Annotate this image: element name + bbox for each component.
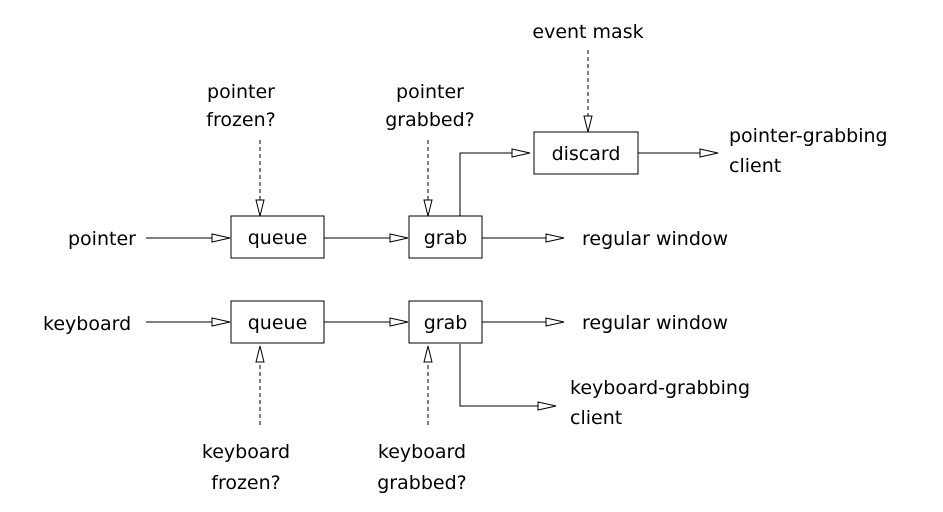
discard-box-frame — [533, 131, 639, 175]
pointer-grabbing-client-label-line2: client — [729, 155, 781, 177]
keyboard-grabbing-client-label-line2: client — [570, 407, 622, 429]
keyboard-grab-box: grab — [408, 300, 483, 344]
keyboard-grabbed-label: keyboard grabbed? — [377, 441, 466, 494]
keyboard-grabbed-arrowhead — [423, 345, 433, 363]
pointer-frozen-label-line1: pointer — [207, 81, 275, 103]
keyboard-grab-to-client-line — [459, 344, 544, 407]
keyboard-frozen-label-line2: frozen? — [211, 472, 281, 494]
pointer-frozen-arrowhead — [255, 199, 265, 217]
pointer-queue-box-frame — [230, 215, 325, 259]
keyboard-regular-window-label: regular window — [582, 312, 728, 334]
pointer-grabbed-label-line1: pointer — [396, 81, 464, 103]
pointer-grab-box-label: grab — [424, 227, 468, 249]
pointer-queue-box: queue — [230, 215, 325, 259]
keyboard-queue-box-frame — [230, 300, 325, 344]
keyboard-queue-to-grab-arrowhead — [389, 317, 409, 327]
event-mask-arrowhead — [583, 115, 593, 133]
discard-to-client-arrowhead — [699, 148, 719, 158]
keyboard-input-label: keyboard — [43, 313, 131, 335]
keyboard-frozen-arrowhead — [255, 345, 265, 363]
pointer-frozen-label: pointer frozen? — [206, 81, 276, 131]
pointer-grabbed-arrowhead — [423, 199, 433, 217]
pointer-grab-box-frame — [408, 215, 483, 259]
pointer-queue-box-label: queue — [248, 227, 308, 249]
keyboard-frozen-label: keyboard frozen? — [202, 441, 290, 494]
keyboard-queue-box: queue — [230, 300, 325, 344]
keyboard-grabbing-client-label: keyboard-grabbing client — [570, 377, 750, 429]
pointer-grab-to-window-arrowhead — [545, 233, 565, 243]
pointer-grab-box: grab — [408, 215, 483, 259]
keyboard-grabbed-label-line1: keyboard — [378, 441, 466, 463]
keyboard-queue-box-label: queue — [248, 312, 308, 334]
pointer-to-queue-arrowhead — [211, 233, 231, 243]
keyboard-grabbed-label-line2: grabbed? — [377, 472, 466, 494]
keyboard-grab-box-frame — [408, 300, 483, 344]
pointer-grabbing-client-label: pointer-grabbing client — [729, 125, 888, 177]
pointer-grabbed-label-line2: grabbed? — [385, 109, 474, 131]
pointer-regular-window-label: regular window — [582, 228, 728, 250]
keyboard-grab-box-label: grab — [424, 312, 468, 334]
keyboard-grab-to-client-arrowhead — [537, 401, 557, 411]
event-mask-label: event mask — [532, 21, 643, 43]
pointer-grabbing-client-label-line1: pointer-grabbing — [729, 125, 888, 147]
pointer-input-label: pointer — [68, 228, 136, 250]
keyboard-grab-to-window-arrowhead — [545, 317, 565, 327]
discard-box-label: discard — [552, 143, 621, 165]
keyboard-grabbing-client-label-line1: keyboard-grabbing — [570, 377, 750, 399]
discard-box: discard — [533, 131, 639, 175]
pointer-queue-to-grab-arrowhead — [389, 233, 409, 243]
pointer-grab-to-discard-line — [459, 152, 518, 216]
keyboard-to-queue-arrowhead — [211, 317, 231, 327]
pointer-grab-to-discard-arrowhead — [511, 148, 531, 158]
pointer-grabbed-label: pointer grabbed? — [385, 81, 474, 131]
pointer-frozen-label-line2: frozen? — [206, 109, 276, 131]
keyboard-frozen-label-line1: keyboard — [202, 441, 290, 463]
